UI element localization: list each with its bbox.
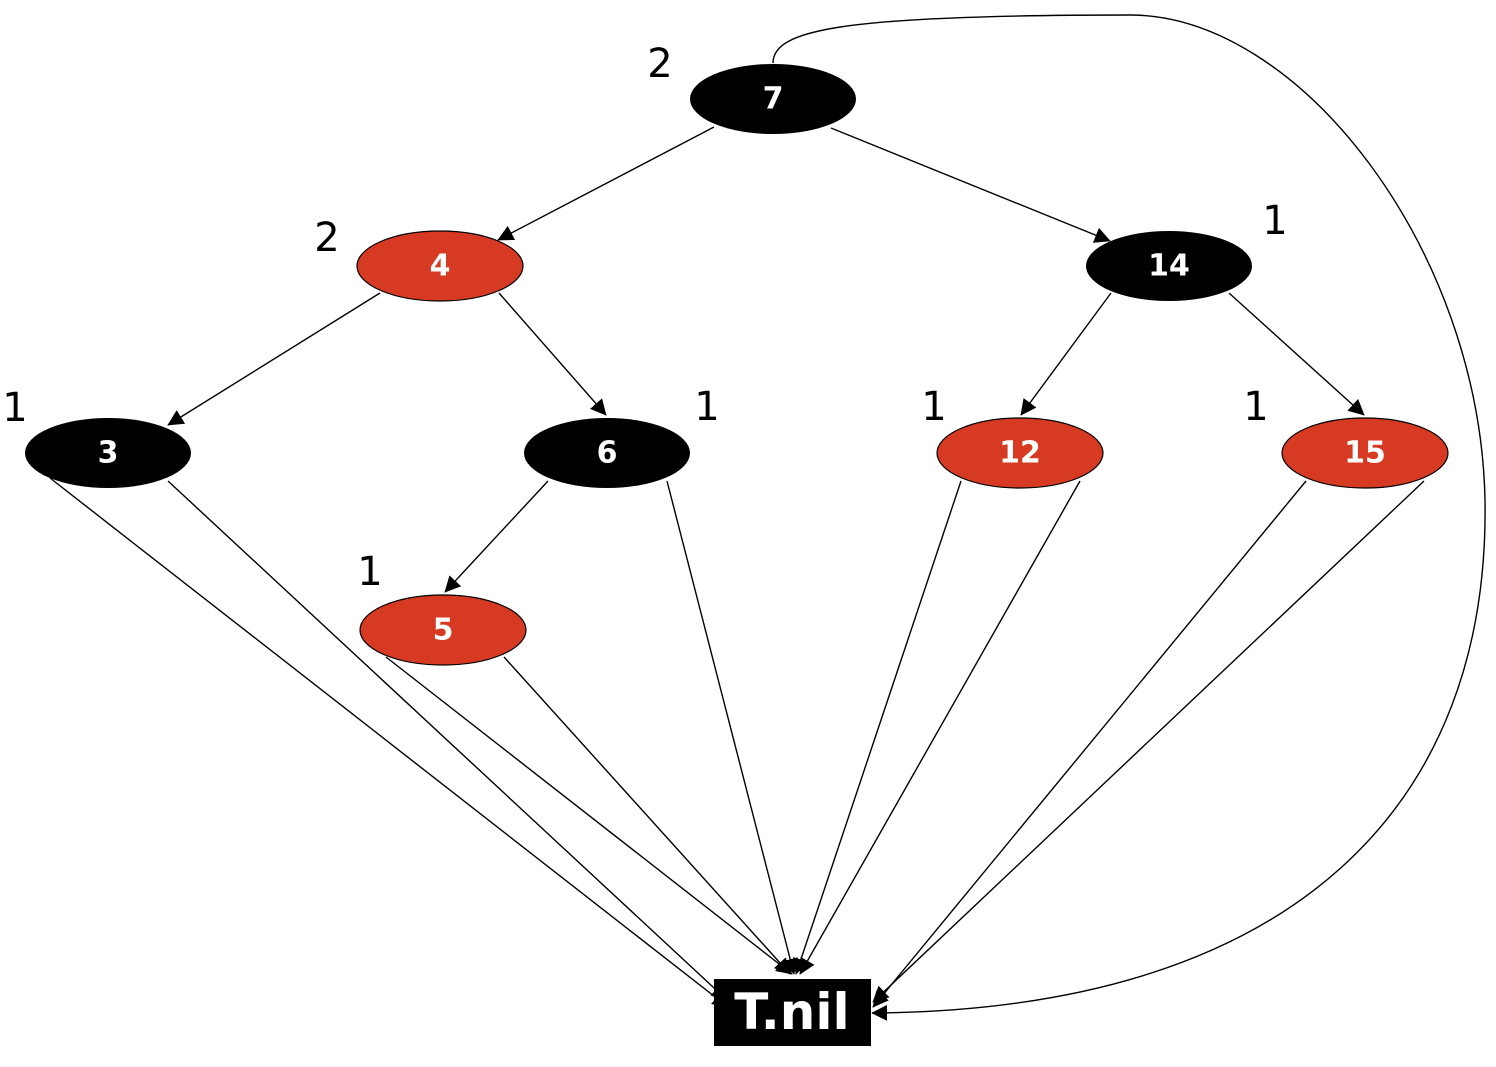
edge-6-nil — [666, 480, 798, 975]
node-5-label: 5 — [433, 613, 454, 648]
sentinel-nil-label: T.nil — [734, 983, 849, 1041]
node-6-black-height: 1 — [694, 384, 719, 430]
node-4-label: 4 — [430, 249, 451, 284]
node-4: 4 — [356, 230, 524, 302]
node-15-black-height: 1 — [1243, 384, 1268, 430]
node-3-black-height: 1 — [2, 385, 27, 431]
sentinel-nil: T.nil — [714, 979, 871, 1046]
node-12-label: 12 — [999, 436, 1041, 471]
edge-12-nil-a — [793, 480, 962, 975]
node-4-shape — [356, 230, 524, 302]
node-7: 7 — [690, 64, 856, 134]
edge-7-4 — [497, 126, 715, 241]
edge-4-3 — [167, 292, 381, 426]
node-6-label: 6 — [597, 436, 618, 471]
edge-12-nil-b — [799, 480, 1081, 975]
edge-15-nil-b — [872, 480, 1425, 1003]
edges — [49, 14, 1486, 1021]
node-12-black-height: 1 — [921, 384, 946, 430]
node-7-label: 7 — [763, 82, 784, 117]
edge-6-5 — [444, 480, 549, 593]
node-3: 3 — [25, 418, 191, 488]
edge-3-nil-a — [49, 477, 729, 1008]
node-6: 6 — [524, 418, 690, 488]
node-4-black-height: 2 — [314, 215, 339, 261]
edge-14-12 — [1020, 292, 1112, 416]
node-12-shape — [936, 417, 1104, 489]
node-5-black-height: 1 — [357, 549, 382, 595]
node-5-shape — [359, 594, 527, 666]
node-14-black-height: 1 — [1262, 198, 1287, 244]
node-6-shape — [524, 418, 690, 488]
edge-5-nil-a — [385, 656, 793, 975]
node-3-shape — [25, 418, 191, 488]
edge-14-15 — [1228, 292, 1365, 416]
node-5: 5 — [359, 594, 527, 666]
sentinel-nil-shape — [714, 979, 871, 1046]
edge-7-14 — [830, 127, 1111, 243]
node-15: 15 — [1281, 417, 1449, 489]
node-15-shape — [1281, 417, 1449, 489]
edge-3-nil-b — [167, 480, 728, 1001]
node-7-shape — [690, 64, 856, 134]
node-14-shape — [1086, 231, 1252, 301]
edge-5-nil-b — [503, 656, 791, 975]
node-12: 12 — [936, 417, 1104, 489]
edge-4-6 — [498, 292, 607, 416]
node-7-black-height: 2 — [647, 41, 672, 87]
edge-7-nil — [772, 14, 1486, 1021]
node-14: 14 — [1086, 231, 1252, 301]
node-3-label: 3 — [98, 436, 119, 471]
node-15-label: 15 — [1344, 436, 1386, 471]
node-14-label: 14 — [1148, 249, 1190, 284]
edge-15-nil-a — [872, 480, 1307, 1008]
